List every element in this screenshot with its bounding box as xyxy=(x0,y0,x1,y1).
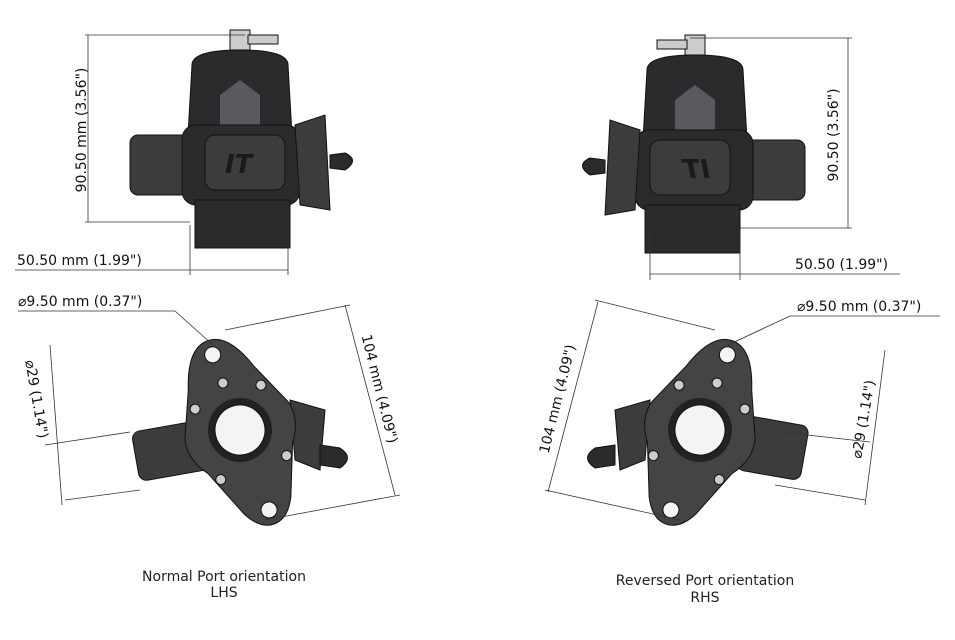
left-side-view: 90.50 mm (3.56") 50.50 mm (1.99") xyxy=(15,29,353,275)
left-side-label: LHS xyxy=(210,585,237,601)
right-flange-dimension: 104 mm (4.09") xyxy=(537,343,579,455)
left-flange-dimension: 104 mm (4.09") xyxy=(358,333,400,445)
left-hole-dimension: ⌀9.50 mm (0.37") xyxy=(18,294,142,310)
right-hole-dimension: ⌀9.50 mm (0.37") xyxy=(797,299,921,315)
left-height-dimension: 90.50 mm (3.56") xyxy=(74,68,90,193)
right-width-dimension: 50.50 (1.99") xyxy=(795,257,888,273)
left-flange-view: ⌀9.50 mm (0.37") ⌀29 (1.14") 104 mm (4.0… xyxy=(18,294,400,544)
right-height-dimension: 90.50 (3.56") xyxy=(826,88,842,181)
right-port-dimension: ⌀29 (1.14") xyxy=(849,379,879,460)
left-port-dimension: ⌀29 (1.14") xyxy=(21,359,51,440)
left-caption: Normal Port orientation xyxy=(142,569,306,585)
right-caption: Reversed Port orientation xyxy=(616,573,794,589)
right-side-label: RHS xyxy=(690,590,719,606)
right-flange-view: ⌀9.50 mm (0.37") ⌀29 (1.14") 104 mm (4.0… xyxy=(537,299,940,544)
right-side-view: 90.50 (3.56") 50.50 (1.99") xyxy=(582,34,900,280)
left-width-dimension: 50.50 mm (1.99") xyxy=(17,253,142,269)
